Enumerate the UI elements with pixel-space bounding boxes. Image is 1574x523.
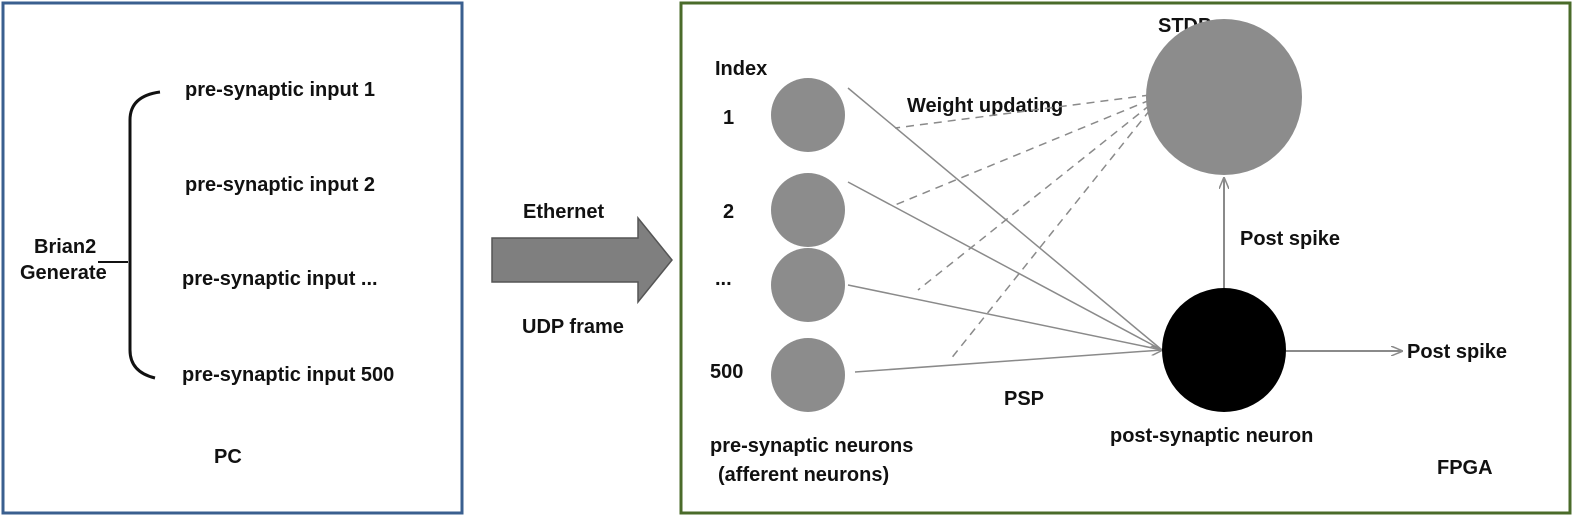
fpga-panel-label: FPGA bbox=[1437, 457, 1493, 479]
post-spike-feedback-label: Post spike bbox=[1240, 228, 1340, 250]
index-2: 2 bbox=[723, 201, 734, 223]
pre-neurons-caption-line2: (afferent neurons) bbox=[718, 464, 889, 486]
synapse-line-2 bbox=[847, 181, 1163, 351]
weight-updating-label: Weight updating bbox=[907, 95, 1063, 117]
generator-label-line2: Generate bbox=[20, 262, 107, 284]
weight-update-connections bbox=[894, 95, 1150, 361]
pre-neurons-caption-line1: pre-synaptic neurons bbox=[710, 435, 913, 457]
pre-neuron-ellipsis bbox=[771, 248, 845, 322]
index-header: Index bbox=[715, 58, 767, 80]
pc-input-500: pre-synaptic input 500 bbox=[182, 364, 394, 386]
index-1: 1 bbox=[723, 107, 734, 129]
pc-panel-label: PC bbox=[214, 446, 242, 468]
input-brace bbox=[128, 90, 161, 380]
synapse-line-1 bbox=[847, 87, 1163, 351]
pre-neuron-500 bbox=[771, 338, 845, 412]
weight-update-line-1 bbox=[894, 95, 1150, 129]
post-synaptic-neuron bbox=[1162, 288, 1286, 412]
synapse-line-3 bbox=[847, 284, 1163, 351]
pc-input-ellipsis: pre-synaptic input ... bbox=[182, 268, 378, 290]
psp-label: PSP bbox=[1004, 388, 1044, 410]
weight-update-line-3 bbox=[917, 105, 1150, 291]
pc-input-1: pre-synaptic input 1 bbox=[185, 79, 375, 101]
index-ellipsis: ... bbox=[715, 268, 732, 290]
post-spike-output-label: Post spike bbox=[1407, 341, 1507, 363]
pc-panel-border bbox=[1, 1, 464, 515]
pre-neuron-2 bbox=[771, 173, 845, 247]
synapse-connections bbox=[847, 87, 1163, 373]
weight-update-line-500 bbox=[949, 110, 1150, 361]
post-neuron-caption: post-synaptic neuron bbox=[1110, 425, 1313, 447]
weight-update-line-2 bbox=[894, 100, 1150, 206]
ethernet-arrow bbox=[491, 215, 673, 305]
pre-neuron-1 bbox=[771, 78, 845, 152]
pc-input-2: pre-synaptic input 2 bbox=[185, 174, 375, 196]
synapse-line-500 bbox=[854, 350, 1162, 373]
stdp-unit bbox=[1146, 19, 1302, 175]
index-500: 500 bbox=[710, 361, 743, 383]
ethernet-label: Ethernet bbox=[523, 201, 604, 223]
generator-label-line1: Brian2 bbox=[34, 236, 96, 258]
udp-frame-label: UDP frame bbox=[522, 316, 624, 338]
